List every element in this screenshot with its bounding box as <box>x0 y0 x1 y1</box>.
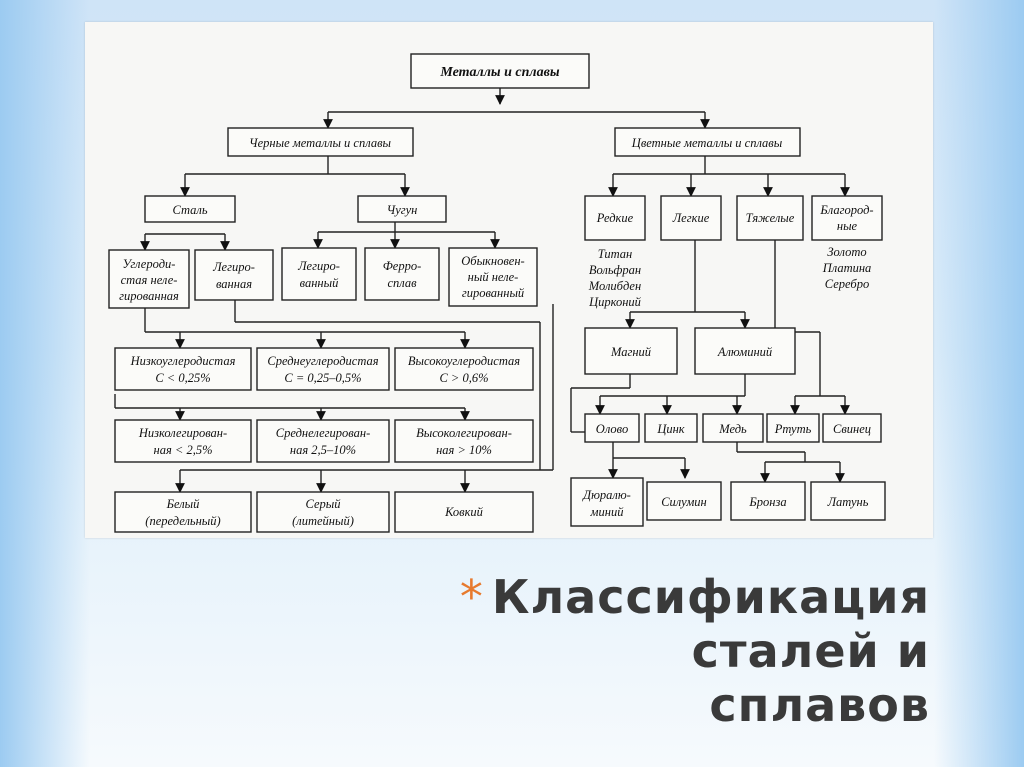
node-white-l1: Белый <box>166 497 201 511</box>
node-heavy: Тяжелые <box>746 211 795 225</box>
node-high-alloy-l2: ная > 10% <box>436 443 492 457</box>
node-ordinary-l1: Обыкновен- <box>461 254 524 268</box>
title-line-1: Классификация сталей и <box>491 570 930 678</box>
node-boxes <box>108 53 886 533</box>
node-medium-alloy-l1: Среднелегирован- <box>276 426 370 440</box>
node-aluminum: Алюминий <box>717 345 773 359</box>
node-duralumin-l1: Дюралю- <box>582 488 631 502</box>
node-low-carbon-l1: Низкоуглеродистая <box>130 354 236 368</box>
node-steel: Сталь <box>172 203 207 217</box>
node-alloyed-iron-l2: ванный <box>300 276 339 290</box>
node-medium-carbon-l1: Среднеуглеродистая <box>267 354 378 368</box>
node-ordinary-l2: ный нелe- <box>468 270 519 284</box>
node-duralumin-l2: миний <box>590 505 625 519</box>
noble-item-3: Серебро <box>825 277 869 291</box>
noble-item-2: Платина <box>822 261 872 275</box>
node-gray-l2: (литейный) <box>292 514 354 528</box>
node-high-alloy-l1: Высоколегирован- <box>416 426 512 440</box>
node-nonferrous: Цветные металлы и сплавы <box>631 136 783 150</box>
right-glow <box>934 0 1024 767</box>
node-high-carbon-l2: C > 0,6% <box>439 371 488 385</box>
node-noble-l2: ные <box>837 219 858 233</box>
node-white-l2: (передельный) <box>145 514 220 528</box>
title-line-2: сплавов <box>709 678 930 732</box>
slide-title: *Классификация сталей и сплавов <box>330 570 930 732</box>
diagram-image: Металлы и сплавы Черные металлы и сплавы… <box>85 22 933 538</box>
node-ferroalloy-l1: Ферро- <box>383 259 422 273</box>
node-lead: Свинец <box>833 422 871 436</box>
rare-item-1: Титан <box>598 247 633 261</box>
node-malleable: Ковкий <box>444 505 484 519</box>
node-carbon-unalloyed-l3: гированная <box>119 289 179 303</box>
node-tin: Олово <box>596 422 628 436</box>
rare-item-3: Молибден <box>588 279 641 293</box>
noble-item-1: Золото <box>827 245 866 259</box>
node-medium-carbon-l2: C = 0,25–0,5% <box>284 371 361 385</box>
node-root: Металлы и сплавы <box>439 65 559 80</box>
node-medium-alloy-l2: ная 2,5–10% <box>290 443 356 457</box>
node-gray-l1: Серый <box>306 497 342 511</box>
node-low-alloy-l2: ная < 2,5% <box>154 443 213 457</box>
node-noble-l1: Благород- <box>819 203 873 217</box>
node-ferrous: Черные металлы и сплавы <box>249 136 391 150</box>
node-zinc: Цинк <box>656 422 684 436</box>
node-rare: Редкие <box>596 211 634 225</box>
node-carbon-unalloyed-l2: стая неле- <box>121 273 178 287</box>
node-carbon-unalloyed-l1: Углероди- <box>123 257 176 271</box>
node-copper: Медь <box>718 422 747 436</box>
node-cast-iron: Чугун <box>387 203 418 217</box>
node-brass: Латунь <box>827 495 869 509</box>
title-bullet: * <box>459 570 484 624</box>
rare-item-4: Цирконий <box>588 295 642 309</box>
node-low-alloy-l1: Низколегирован- <box>138 426 227 440</box>
node-mercury: Ртуть <box>774 422 812 436</box>
connector-lines <box>114 88 850 493</box>
classification-diagram: Металлы и сплавы Черные металлы и сплавы… <box>108 53 886 533</box>
left-glow <box>0 0 90 767</box>
node-magnesium: Магний <box>610 345 652 359</box>
node-high-carbon-l1: Высокоуглеродистая <box>408 354 520 368</box>
node-labels: Металлы и сплавы Черные металлы и сплавы… <box>119 65 873 528</box>
node-silumin: Силумин <box>661 495 707 509</box>
node-light: Легкие <box>672 211 710 225</box>
rare-item-2: Вольфран <box>589 263 641 277</box>
node-alloyed-steel-l2: ванная <box>216 277 252 291</box>
node-alloyed-steel-l1: Легиро- <box>212 260 255 274</box>
node-ordinary-l3: гированный <box>462 286 525 300</box>
node-ferroalloy-l2: сплав <box>387 276 417 290</box>
node-alloyed-iron-l1: Легиро- <box>297 259 340 273</box>
node-low-carbon-l2: C < 0,25% <box>155 371 210 385</box>
node-bronze: Бронза <box>748 495 786 509</box>
